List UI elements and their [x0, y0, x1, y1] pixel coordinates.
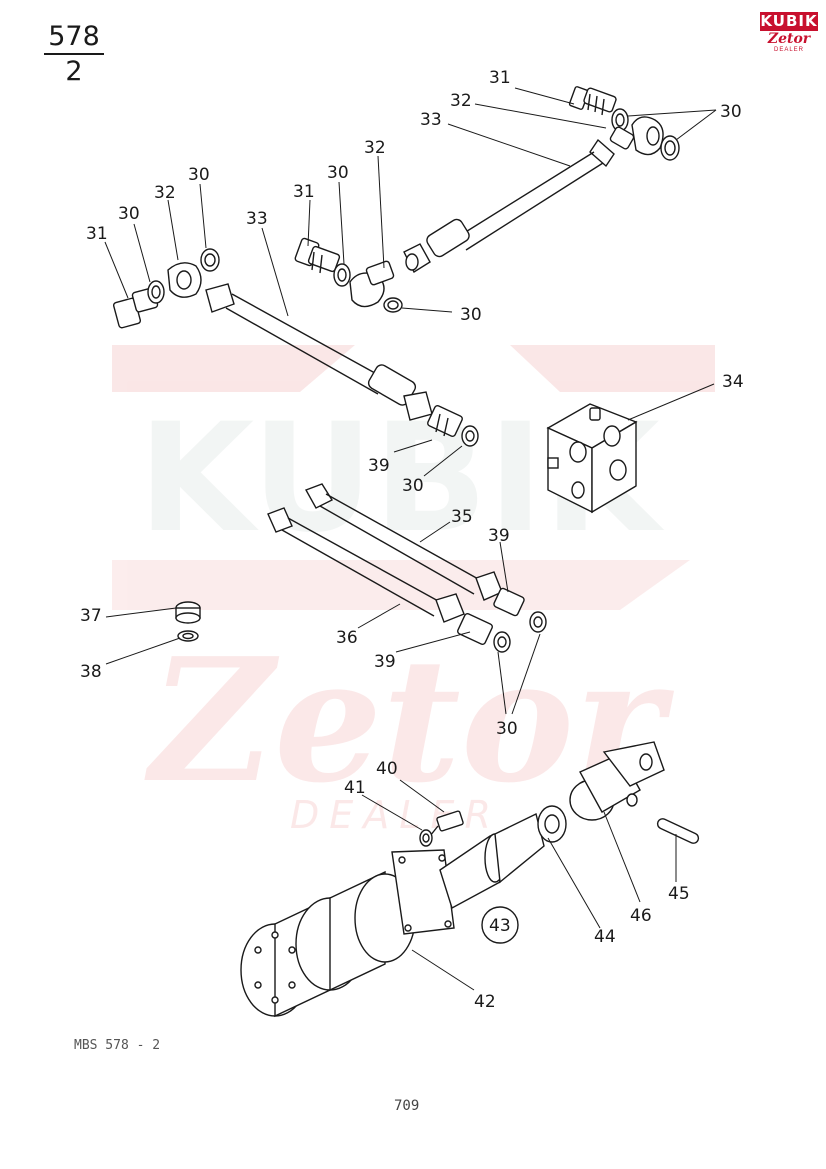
banjo-fitting-32-upper [609, 116, 664, 156]
callout-40: 40 [376, 759, 398, 779]
callout-32-left: 32 [154, 183, 176, 203]
callout-39-right: 39 [488, 526, 510, 546]
distributor-block-34 [546, 403, 638, 514]
callout-31-middle: 31 [293, 182, 315, 202]
callout-36: 36 [336, 628, 358, 648]
callout-33-long: 33 [246, 209, 268, 229]
adapter-39-lower [457, 612, 511, 653]
drawing-reference: MBS 578 - 2 [74, 1038, 161, 1053]
upper-right-hose-assembly [403, 86, 680, 274]
callout-30-left: 30 [118, 204, 140, 224]
dealer-logo: KUBIK Zetor DEALER [760, 12, 818, 53]
middle-banjo-assembly [294, 237, 403, 313]
banjo-fitting-32-left [167, 262, 202, 298]
callout-43: 43 [489, 916, 511, 936]
callout-labels: 31 32 30 33 30 31 30 32 30 31 30 32 30 3… [80, 68, 744, 1012]
callout-34: 34 [722, 372, 744, 392]
callout-42: 42 [474, 992, 496, 1012]
sheet-number-sub: 2 [65, 56, 83, 87]
hydraulic-motor-42 [240, 849, 455, 1018]
callout-44: 44 [594, 927, 616, 947]
steel-pipe-36 [267, 507, 465, 623]
callout-39-upper: 39 [368, 456, 390, 476]
plug-37 [175, 601, 201, 624]
yoke-46 [569, 741, 665, 821]
callout-30-middle-lower: 30 [460, 305, 482, 325]
page-number: 709 [394, 1098, 420, 1114]
washer-38 [177, 630, 199, 642]
steel-pipe-35 [304, 483, 503, 601]
left-hose-assembly [112, 248, 479, 447]
adapter-39-upper [427, 404, 463, 438]
callout-38: 38 [80, 662, 102, 682]
key-pin-45 [656, 818, 700, 844]
callout-35: 35 [451, 507, 473, 527]
callout-30-middle: 30 [327, 163, 349, 183]
callout-30-bottom: 30 [496, 719, 518, 739]
banjo-bolt-31-upper [568, 86, 617, 116]
logo-zetor-text: Zetor [767, 31, 811, 47]
callout-32-middle: 32 [364, 138, 386, 158]
banjo-bolt-31-middle [294, 237, 341, 274]
leader-lines [104, 87, 717, 991]
callout-31-left: 31 [86, 224, 108, 244]
logo-kubik-text: KUBIK [760, 12, 818, 31]
coupling-44 [439, 805, 567, 910]
sheet-number-main: 578 [48, 21, 100, 52]
logo-dealer-text: DEALER [773, 47, 804, 53]
callout-31-upper: 31 [489, 68, 511, 88]
callout-30-left-top: 30 [188, 165, 210, 185]
callout-45: 45 [668, 884, 690, 904]
callout-39-lower: 39 [374, 652, 396, 672]
callout-30-lower-left: 30 [402, 476, 424, 496]
adapter-39-right [493, 587, 547, 633]
washer-41 [419, 829, 433, 847]
sheet-number-divider [44, 53, 104, 55]
callout-41: 41 [344, 778, 366, 798]
callout-32-upper: 32 [450, 91, 472, 111]
banjo-fitting-32-middle [349, 260, 395, 308]
part-43-circle-marker [481, 906, 519, 944]
sheet-number: 578 2 [44, 22, 104, 87]
hose-33-upper [403, 138, 615, 274]
callout-37: 37 [80, 606, 102, 626]
dealer-watermark: KUBIK Zetor DEALER [112, 345, 715, 837]
hose-33-long [205, 283, 433, 421]
callout-46: 46 [630, 906, 652, 926]
callout-30-upper: 30 [720, 102, 742, 122]
callout-33-upper: 33 [420, 110, 442, 130]
